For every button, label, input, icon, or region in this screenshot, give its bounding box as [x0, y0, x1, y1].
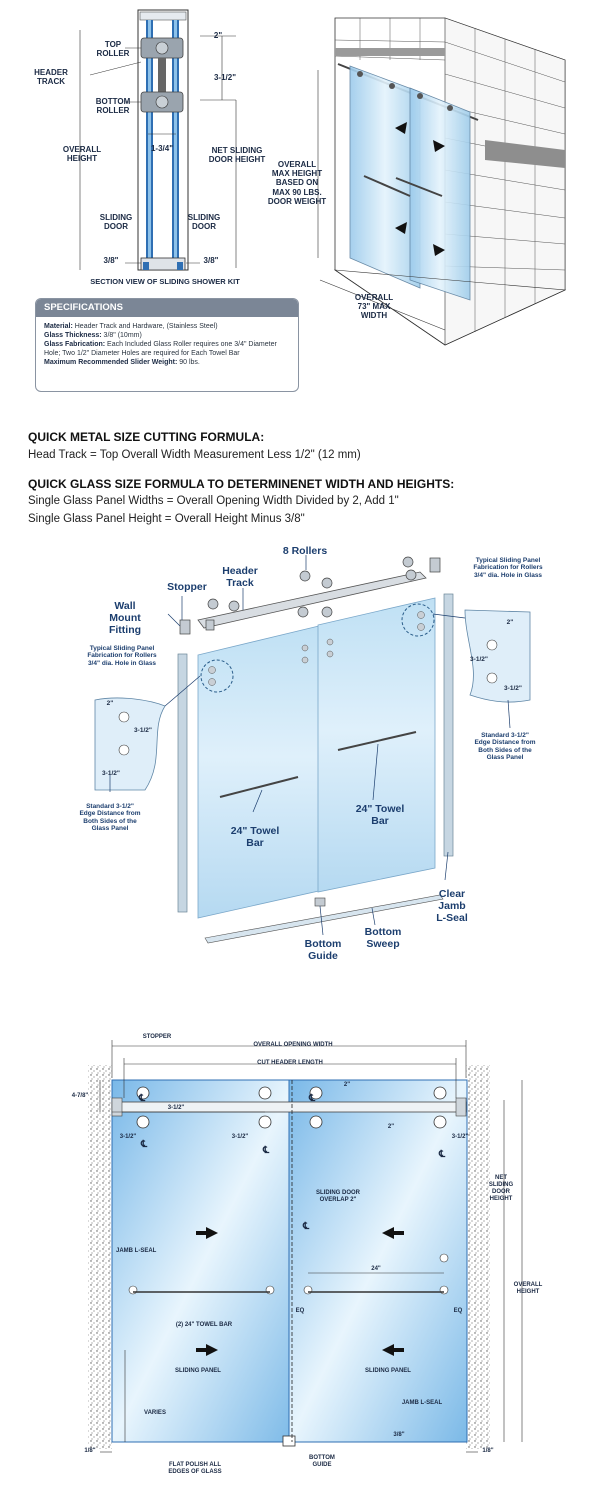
standard-right-label: Standard 3-1/2" Edge Distance from Both … [474, 732, 536, 762]
dim-3-8-right-label: 3/8" [203, 256, 219, 265]
section-view-caption: SECTION VIEW OF SLIDING SHOWER KIT [90, 277, 240, 286]
dim-4-7-8-label: 4-7/8" [71, 1093, 89, 1099]
varies-label: VARIES [144, 1410, 166, 1416]
bottom-guide-elev-label: BOTTOM GUIDE [309, 1455, 335, 1468]
wall-mount-fitting-label: Wall Mount Fitting [108, 600, 142, 637]
spec-max-weight-value: 90 lbs. [179, 359, 200, 367]
sliding-door-overlap-label: SLIDING DOOR OVERLAP 2" [315, 1190, 360, 1203]
inset-left-3-1-2b-label: 3-1/2" [102, 770, 120, 777]
bottom-guide-exploded-label: Bottom Guide [304, 938, 342, 963]
dim-3-1-2-a-label: 3-1/2" [119, 1134, 137, 1140]
overall-width-label: OVERALL 73" MAX WIDTH [354, 293, 394, 321]
towel-bar-right-label: 24" Towel Bar [355, 803, 405, 828]
perspective-drawing [317, 17, 567, 346]
glass-formula-heading: QUICK GLASS SIZE FORMULA TO DETERMINENET… [28, 477, 455, 491]
dim-3-1-2-track-label: 3-1/2" [167, 1105, 185, 1111]
dim-24-label: 24" [371, 1266, 381, 1272]
inset-left-2-label: 2" [106, 700, 114, 707]
spec-material-label: Material: [44, 323, 73, 330]
dim-3-1-2-b-label: 3-1/2" [231, 1134, 249, 1140]
centerline-5: ℄ [438, 1149, 446, 1160]
header-track-label: HEADER TRACK [34, 68, 68, 87]
glass-formula-line-2: Single Glass Panel Height = Overall Heig… [28, 513, 305, 525]
spec-material: Material: Header Track and Hardware, (St… [44, 322, 290, 331]
inset-right-3-1-2b-label: 3-1/2" [504, 685, 522, 692]
centerline-1: ℄ [140, 1139, 148, 1150]
dim-3-1-2-label: 3-1/2" [213, 73, 237, 82]
specifications-box: SPECIFICATIONS Material: Header Track an… [35, 298, 299, 392]
jamb-l-seal-right-label: JAMB L-SEAL [401, 1400, 443, 1406]
spec-fabrication-label: Glass Fabrication: [44, 341, 106, 349]
net-sliding-door-height-elev-label: NET SLIDING DOOR HEIGHT [488, 1175, 514, 1202]
inset-right-2-label: 2" [506, 619, 514, 626]
sliding-door-right-label: SLIDING DOOR [187, 213, 221, 232]
net-sliding-door-height-label: NET SLIDING DOOR HEIGHT [208, 146, 266, 165]
flat-polish-label: FLAT POLISH ALL EDGES OF GLASS [168, 1462, 222, 1475]
spec-material-value: Header Track and Hardware, (Stainless St… [74, 323, 218, 330]
towel-bar-left-label: 24" Towel Bar [230, 825, 280, 850]
inset-right-3-1-2-label: 3-1/2" [470, 656, 488, 663]
spec-thickness-label: Glass Thickness: [44, 332, 102, 340]
clear-jamb-l-seal-label: Clear Jamb L-Seal [436, 888, 468, 925]
sliding-panel-left-label: SLIDING PANEL [175, 1368, 221, 1374]
specifications-body: Material: Header Track and Hardware, (St… [36, 317, 298, 372]
spec-thickness: Glass Thickness: 3/8" (10mm) [44, 331, 290, 340]
exploded-drawing [94, 555, 531, 944]
jamb-l-seal-left-label: JAMB L-SEAL [116, 1248, 157, 1254]
header-track-exploded-label: Header Track [222, 565, 258, 590]
cut-header-length-label: CUT HEADER LENGTH [257, 1060, 323, 1066]
top-roller-label: TOP ROLLER [96, 40, 130, 59]
rollers-label: 8 Rollers [282, 545, 328, 557]
towel-bar-elev-label: (2) 24" TOWEL BAR [175, 1322, 233, 1328]
dim-3-1-2-c-label: 3-1/2" [451, 1134, 469, 1140]
centerline-4: ℄ [262, 1145, 270, 1156]
sliding-panel-right-label: SLIDING PANEL [365, 1368, 411, 1374]
specifications-title: SPECIFICATIONS [36, 299, 298, 317]
dim-1-8-left-label: 1/8" [84, 1448, 96, 1454]
dim-2-right-label: 2" [387, 1124, 395, 1130]
eq-left-label: EQ [295, 1308, 305, 1314]
dim-2-top-label: 2" [343, 1082, 351, 1088]
bottom-sweep-label: Bottom Sweep [364, 926, 402, 951]
spec-max-weight-label: Maximum Recommended Slider Weight: [44, 359, 178, 367]
overall-height-label: OVERALL HEIGHT [62, 145, 102, 164]
overall-height-elev-label: OVERALL HEIGHT [513, 1282, 543, 1295]
spec-max-weight: Maximum Recommended Slider Weight: 90 lb… [44, 358, 290, 367]
metal-formula-heading: QUICK METAL SIZE CUTTING FORMULA: [28, 430, 265, 444]
standard-left-label: Standard 3-1/2" Edge Distance from Both … [79, 803, 141, 833]
typical-left-label: Typical Sliding Panel Fabrication for Ro… [87, 645, 157, 667]
section-view-drawing [79, 9, 237, 271]
dim-3-8-elev-label: 3/8" [393, 1432, 405, 1438]
typical-right-label: Typical Sliding Panel Fabrication for Ro… [473, 557, 543, 579]
dim-1-3-4-label: 1-3/4" [150, 144, 174, 153]
centerline-6: ℄ [302, 1221, 310, 1232]
stopper-elev-label: STOPPER [142, 1034, 172, 1040]
spec-fabrication: Glass Fabrication: Each Included Glass R… [44, 340, 290, 358]
elevation-drawing [88, 1040, 523, 1453]
spec-thickness-value: 3/8" (10mm) [103, 332, 142, 340]
centerline-3: ℄ [308, 1093, 316, 1104]
sliding-door-left-label: SLIDING DOOR [99, 213, 133, 232]
stopper-label: Stopper [167, 581, 207, 593]
centerline-2: ℄ [138, 1093, 146, 1104]
glass-formula-line-1: Single Glass Panel Widths = Overall Open… [28, 495, 399, 507]
metal-formula-line: Head Track = Top Overall Width Measureme… [28, 449, 361, 461]
bottom-roller-label: BOTTOM ROLLER [95, 97, 131, 116]
dim-2-label: 2" [213, 31, 223, 40]
inset-left-3-1-2-label: 3-1/2" [134, 727, 152, 734]
eq-right-label: EQ [453, 1308, 463, 1314]
overall-opening-width-label: OVERALL OPENING WIDTH [253, 1042, 333, 1048]
spec-fabrication-value: Each Included Glass Roller requires one … [44, 341, 277, 358]
overall-max-height-label: OVERALL MAX HEIGHT BASED ON MAX 90 LBS. … [267, 160, 327, 206]
dim-1-8-right-label: 1/8" [482, 1448, 494, 1454]
dim-3-8-left-label: 3/8" [103, 256, 119, 265]
